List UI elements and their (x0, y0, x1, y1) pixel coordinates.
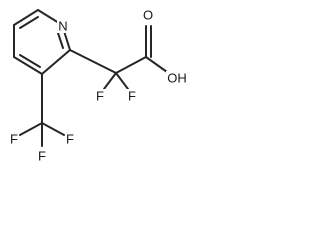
bond-cf2-f-right (115, 72, 129, 90)
bond-ring-n-c2-inner (57, 32, 64, 49)
bond-c-oh (145, 56, 168, 73)
bond-ring-c3-c4-inner (19, 54, 41, 68)
bond-ring-top (37, 9, 60, 24)
pyridine-ring (13, 9, 71, 75)
alpha-fluorine-right-label: F (128, 89, 136, 104)
bond-ring-c3-c4 (13, 56, 43, 75)
bond-cf2-f-left (103, 72, 117, 90)
bond-cf2-cooh (115, 56, 147, 74)
cf3-fluorine-left-label: F (10, 132, 18, 147)
alpha-fluorine-left-label: F (96, 89, 104, 104)
bond-cf3-f-left (19, 122, 43, 136)
atom-labels: N O OH F F F F F (9, 8, 188, 164)
nitrogen-label: N (58, 19, 67, 34)
chemical-structure: N O OH F F F F F (9, 8, 188, 164)
bond-ring-n-c2 (63, 30, 71, 51)
cf3-fluorine-center-label: F (38, 149, 46, 164)
carbonyl-oxygen-label: O (143, 8, 153, 23)
bond-c2-cf2 (69, 49, 117, 74)
bond-cf3-f-right (41, 122, 65, 136)
hydroxyl-label: OH (167, 71, 187, 86)
bond-ring-c2-c3 (41, 49, 71, 75)
cf3-fluorine-right-label: F (66, 132, 74, 147)
bond-ring-top-left-inner (19, 16, 39, 29)
substituent-bonds (19, 25, 168, 147)
bond-ring-top-left (13, 9, 39, 26)
